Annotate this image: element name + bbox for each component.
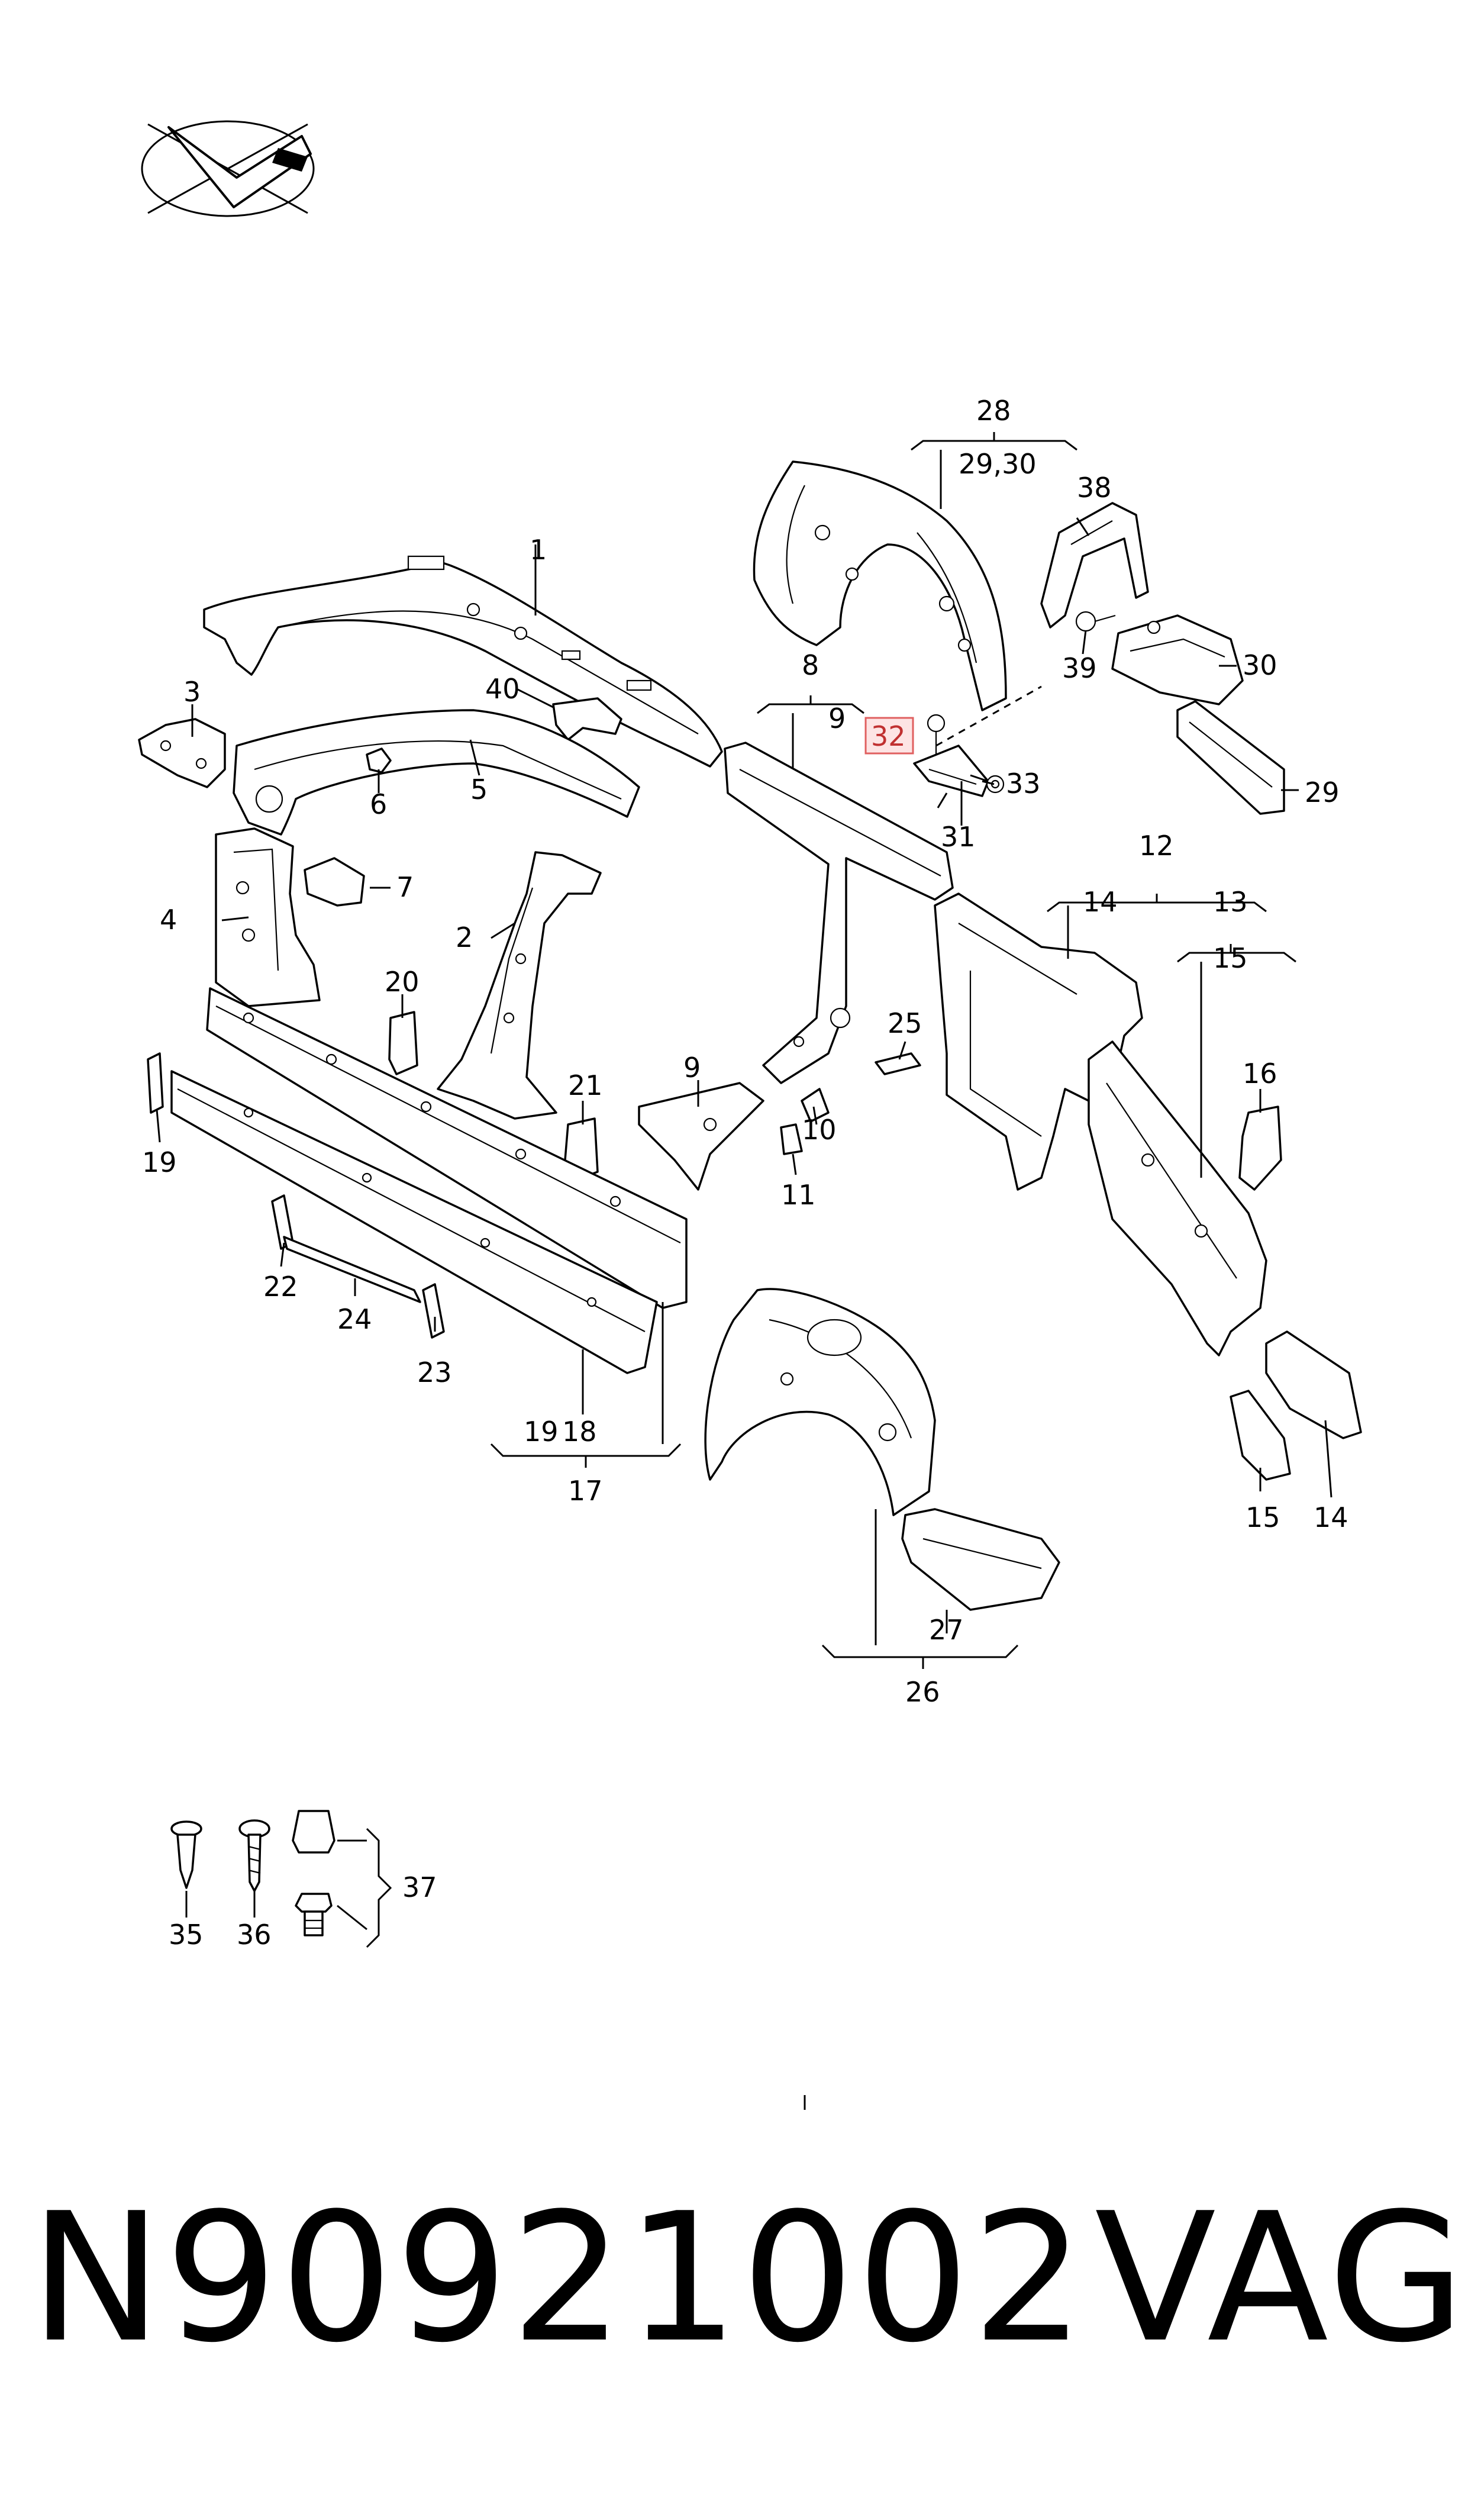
callout-23: 23 [417,1356,452,1388]
callout-22: 22 [263,1271,298,1303]
callout-14-top: 14 [1083,886,1118,918]
callout-27: 27 [929,1614,964,1646]
callout-15-top: 15 [1213,942,1248,974]
part-27-bracket [901,1508,1060,1611]
callout-11: 11 [781,1179,816,1211]
callout-26: 26 [905,1676,940,1708]
callout-2: 2 [456,921,473,953]
part-15-end-piece [1230,1390,1291,1481]
part-19-sill-panel [170,1070,658,1374]
callout-28: 28 [976,395,1011,427]
part-2-b-pillar [437,851,602,1120]
part-5-roof-rail-inner [233,709,640,836]
part-32-bolt [927,714,946,755]
part-12-rear-structure [934,892,1143,1191]
callout-9-top: 9 [828,702,846,734]
callout-15-bottom: 15 [1246,1501,1280,1533]
part-11-clip [780,1123,803,1155]
leader-lines [156,517,1333,1633]
callout-24: 24 [337,1303,372,1335]
part-39-bolt [1075,611,1116,632]
part-31-bracket [913,745,989,797]
part-18-side-sill [206,987,688,1309]
callout-3: 3 [183,676,201,708]
callout-14-bottom: 14 [1314,1501,1348,1533]
part-24-strip [283,1236,421,1303]
callout-4: 4 [160,904,177,936]
callout-30: 30 [1243,649,1277,681]
part-14-end-piece [1265,1330,1362,1439]
callout-28-sub: 29,30 [959,448,1037,480]
part-30-bracket [1111,614,1244,705]
callout-35: 35 [169,1919,204,1951]
part-40-bracket [552,697,622,741]
callout-labels: 1 2 3 4 5 6 7 8 9 9 10 11 12 13 14 14 15… [142,395,1348,1951]
part-36-screw [238,1819,270,1892]
part-number: N90921002 [30,2175,1088,2382]
part-23-clip [422,1283,445,1339]
callout-19-bottom: 19 [524,1416,559,1448]
callout-38: 38 [1077,472,1112,504]
callout-17: 17 [568,1475,603,1507]
part-25-clip [875,1052,921,1075]
part-10-clip [801,1088,830,1123]
callout-32-highlight [864,717,914,755]
callout-21: 21 [568,1069,603,1101]
callout-39: 39 [1062,652,1097,684]
callout-13: 13 [1213,886,1248,918]
callout-5: 5 [470,774,488,805]
callout-9-lower: 9 [683,1052,701,1084]
callout-6: 6 [370,788,387,820]
callout-12: 12 [1139,830,1174,862]
callout-10: 10 [802,1114,837,1146]
part-38-bracket [1040,502,1149,629]
part-20-bracket [388,1011,418,1075]
callout-19-left: 19 [142,1146,177,1178]
part-6-clip [366,747,392,774]
callout-1: 1 [530,534,547,566]
part-8-rear-pillar [724,742,954,1084]
part-37-nut-and-bolt [292,1810,335,1936]
callout-8: 8 [802,649,819,681]
label-braces [185,432,1296,2110]
part-1-roof-rail [203,555,723,768]
callout-7: 7 [396,871,414,903]
callout-18: 18 [562,1416,597,1448]
callout-36: 36 [237,1919,272,1951]
part-19-end-bracket [147,1052,164,1114]
callout-16: 16 [1243,1058,1277,1090]
callout-29: 29 [1305,776,1340,808]
callout-32: 32 [871,720,906,752]
part-33-nut [986,775,1005,794]
part-28-wheelhouse-upper [753,460,1007,711]
callout-33: 33 [1006,768,1041,800]
part-29-strut [1176,700,1285,815]
part-9-lower-bracket [638,1082,764,1191]
brand-name: VAG [1095,2175,1468,2382]
part-35-rivet [170,1820,202,1889]
part-3-bracket [138,718,226,788]
part-13-side-member [1088,1040,1267,1356]
callout-31: 31 [941,821,976,853]
callout-25: 25 [888,1007,922,1039]
callout-37: 37 [402,1871,437,1903]
part-26-wheelhouse-rear [704,1288,936,1516]
direction-arrow-icon [141,120,315,217]
callout-40: 40 [485,673,520,705]
callout-20: 20 [385,966,420,998]
part-7-bracket [304,857,365,907]
part-4-pillar-lower [215,827,321,1007]
part-16-bracket [1238,1106,1282,1191]
